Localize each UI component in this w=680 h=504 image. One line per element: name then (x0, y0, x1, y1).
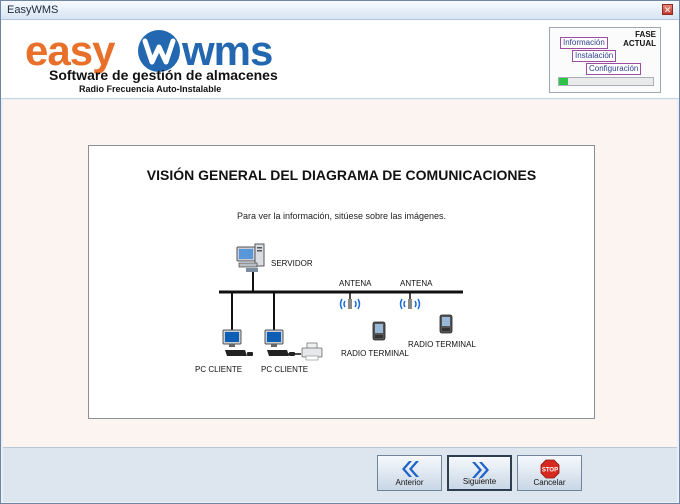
phase-indicator: FASE ACTUAL Información Instalación Conf… (549, 27, 661, 93)
phase-progress-bar (558, 77, 654, 86)
next-button[interactable]: Siguiente (447, 455, 512, 491)
stop-sign-icon: STOP (540, 459, 560, 479)
diagram-instructions: Para ver la información, sitúese sobre l… (236, 211, 447, 221)
wizard-footer: Anterior Siguiente STOP Cancelar (3, 447, 677, 502)
network-lines (219, 272, 463, 355)
stop-sign-text: STOP (542, 468, 558, 474)
antenna-icon[interactable] (339, 298, 361, 310)
window-title: EasyWMS (7, 4, 59, 16)
antenna-label: ANTENA (339, 279, 372, 288)
pc-client-label: PC CLIENTE (195, 365, 243, 374)
radio-terminal-icon[interactable] (372, 321, 386, 341)
product-tagline: Radio Frecuencia Auto-Instalable (79, 84, 222, 94)
double-chevron-right-icon (472, 462, 489, 478)
previous-button[interactable]: Anterior (377, 455, 442, 491)
pc-client-label: PC CLIENTE (261, 365, 309, 374)
double-chevron-left-icon (402, 461, 419, 477)
previous-button-label: Anterior (395, 478, 424, 487)
cancel-button[interactable]: STOP Cancelar (517, 455, 582, 491)
pc-client-icon[interactable] (222, 329, 253, 356)
close-button[interactable]: ✕ (662, 4, 673, 15)
diagram-title: VISIÓN GENERAL DEL DIAGRAMA DE COMUNICAC… (146, 167, 537, 183)
logo-mark-icon (138, 30, 180, 72)
communications-diagram-panel: VISIÓN GENERAL DEL DIAGRAMA DE COMUNICAC… (88, 145, 595, 419)
phase-step-instalacion: Instalación (572, 50, 617, 62)
radio-terminal-icon[interactable] (439, 314, 453, 334)
logo-text-wms: wms (182, 27, 273, 74)
antenna-icon[interactable] (399, 298, 421, 310)
radio-terminal-label: RADIO TERMINAL (408, 340, 476, 349)
phase-step-configuracion: Configuración (586, 63, 642, 75)
server-label: SERVIDOR (271, 259, 313, 268)
phase-label: FASE ACTUAL (623, 30, 656, 48)
phase-progress-fill (559, 78, 569, 85)
next-button-label: Siguiente (462, 477, 497, 486)
antenna-label: ANTENA (400, 279, 433, 288)
logo-text-easy: easy (25, 27, 115, 74)
cancel-button-label: Cancelar (533, 478, 566, 487)
title-bar: EasyWMS ✕ (1, 1, 679, 20)
header-banner: easy wms Software de gestión de almacene… (1, 20, 679, 99)
phase-step-informacion: Información (560, 37, 608, 49)
printer-icon[interactable] (301, 342, 323, 361)
pc-client-icon[interactable] (264, 329, 295, 356)
diagram-canvas (219, 243, 463, 361)
product-subtitle: Software de gestión de almacenes (49, 67, 278, 83)
server-icon[interactable] (236, 243, 265, 272)
content-area: VISIÓN GENERAL DEL DIAGRAMA DE COMUNICAC… (3, 100, 677, 447)
radio-terminal-label: RADIO TERMINAL (341, 349, 409, 358)
